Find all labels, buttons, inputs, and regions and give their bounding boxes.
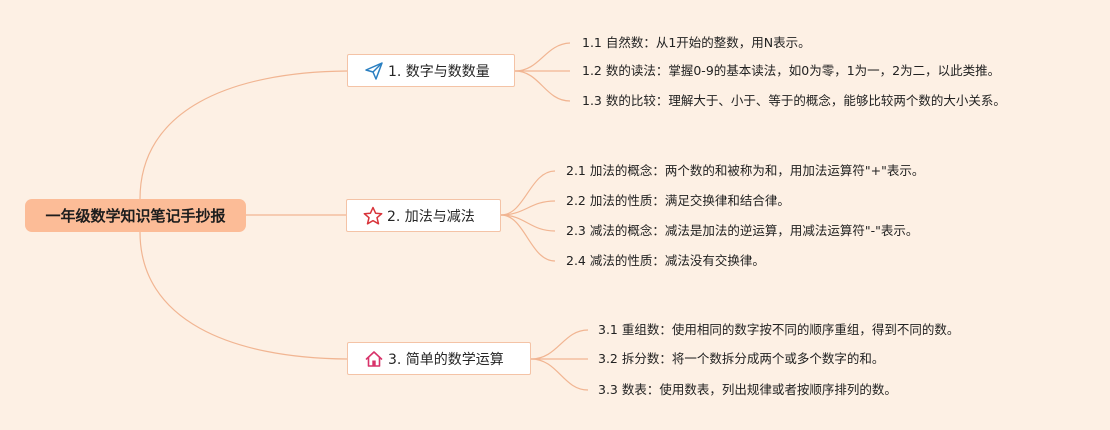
star-icon bbox=[363, 206, 383, 226]
topic-node-1[interactable]: 1. 数字与数数量 bbox=[347, 54, 515, 87]
topic-label: 2. 加法与减法 bbox=[387, 208, 475, 225]
subtopic-3-3[interactable]: 3.3 数表：使用数表，列出规律或者按顺序排列的数。 bbox=[598, 382, 897, 397]
subtopic-1-2[interactable]: 1.2 数的读法：掌握0-9的基本读法，如0为零，1为一，2为二，以此类推。 bbox=[582, 63, 1001, 78]
house-icon bbox=[364, 349, 384, 369]
subtopic-2-3[interactable]: 2.3 减法的概念：减法是加法的逆运算，用减法运算符"-"表示。 bbox=[566, 223, 919, 238]
subtopic-2-2[interactable]: 2.2 加法的性质：满足交换律和结合律。 bbox=[566, 193, 790, 208]
topic-label: 1. 数字与数数量 bbox=[388, 63, 490, 80]
subtopic-3-1[interactable]: 3.1 重组数：使用相同的数字按不同的顺序重组，得到不同的数。 bbox=[598, 322, 960, 337]
topic-node-3[interactable]: 3. 简单的数学运算 bbox=[347, 342, 531, 375]
subtopic-2-4[interactable]: 2.4 减法的性质：减法没有交换律。 bbox=[566, 253, 765, 268]
subtopic-3-2[interactable]: 3.2 拆分数：将一个数拆分成两个或多个数字的和。 bbox=[598, 351, 885, 366]
connector-root-topic-1 bbox=[139, 70, 348, 200]
subtopic-1-1[interactable]: 1.1 自然数：从1开始的整数，用N表示。 bbox=[582, 35, 811, 50]
root-label: 一年级数学知识笔记手抄报 bbox=[45, 207, 226, 225]
subtopic-1-3[interactable]: 1.3 数的比较：理解大于、小于、等于的概念，能够比较两个数的大小关系。 bbox=[582, 93, 1006, 108]
subtopic-2-1[interactable]: 2.1 加法的概念：两个数的和被称为和，用加法运算符"+"表示。 bbox=[566, 163, 925, 178]
topic-label: 3. 简单的数学运算 bbox=[388, 351, 504, 368]
root-node[interactable]: 一年级数学知识笔记手抄报 bbox=[25, 199, 246, 232]
paper-plane-icon bbox=[364, 61, 384, 81]
connector-root-topic-3 bbox=[139, 231, 348, 360]
topic-node-2[interactable]: 2. 加法与减法 bbox=[346, 199, 501, 232]
